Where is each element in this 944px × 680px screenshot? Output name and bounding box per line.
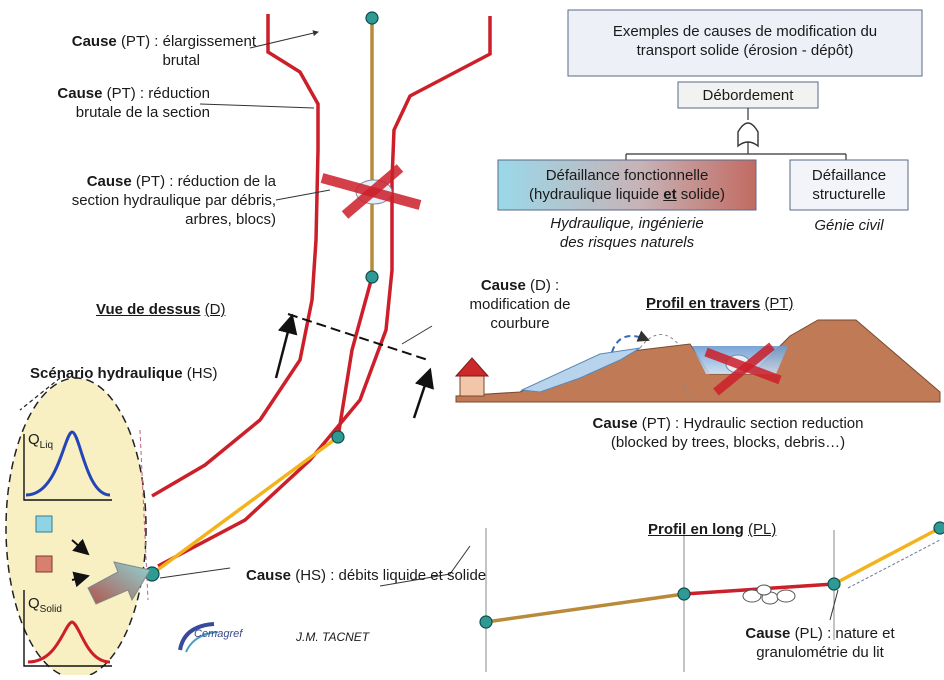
or-gate [737,122,759,148]
section-arrow-left [274,313,298,379]
scenario-pointer [19,377,61,411]
river-left-bank [151,14,320,498]
q-solid-label: QSolid [28,595,62,615]
view-cross-label: Profil en travers (PT) [646,295,794,312]
cause-nature: Cause (PL) : nature et granulométrie du … [745,625,895,661]
tree-right-caption: Génie civil [814,217,884,234]
cause-reduction-debris: Cause (PT) : réduction de la section hyd… [71,173,276,228]
tree-left-box [497,159,757,211]
tree-top-event-box [677,81,819,109]
callout-lines [159,30,471,587]
combine-arrow-2 [71,571,90,588]
solid-square [35,555,53,573]
scenario-ellipse [5,377,147,679]
tree-title-box [567,9,923,77]
river-right-bank [157,16,492,568]
cause-reduction-section: Cause (PT) : réduction brutale de la sec… [57,85,210,121]
section-arrow-right [412,367,434,419]
house-icon [454,357,490,397]
view-long-label: Profil en long (PL) [648,521,777,538]
author-credit: J.M. TACNET [296,630,370,644]
cause-courbure: Cause (D) : modification de courbure [469,277,571,332]
combine-arrow-1 [71,538,90,556]
combined-flow-arrow [87,561,151,605]
river-axis [150,18,374,576]
debris-symbol [320,164,422,219]
view-top-label: Vue de dessus (D) [96,301,226,318]
section-cut-line [287,313,429,361]
view-scenario-label: Scénario hydraulique (HS) [30,365,218,382]
cemagref-logo [178,622,219,653]
liquid-square [35,515,53,533]
tree-top-event: Débordement [702,87,794,104]
tree-right-box [789,159,909,211]
hydrograph-liquid [23,430,112,501]
cross-section [455,319,941,403]
q-liquid-label: QLiq [28,431,54,451]
cause-debits: Cause (HS) : débits liquide et solide [246,567,487,584]
long-profile [479,521,944,672]
cause-elargissement: Cause (PT) : élargissement brutal [71,33,256,69]
cause-hydraulic-en: Cause (PT) : Hydraulic section reduction… [592,415,864,451]
tree-left-event: Défaillance fonctionnelle (hydraulique l… [529,167,725,203]
tree-links [625,142,847,160]
hydrograph-solid [23,590,112,667]
cemagref-logo-text: Cemagref [194,628,243,640]
